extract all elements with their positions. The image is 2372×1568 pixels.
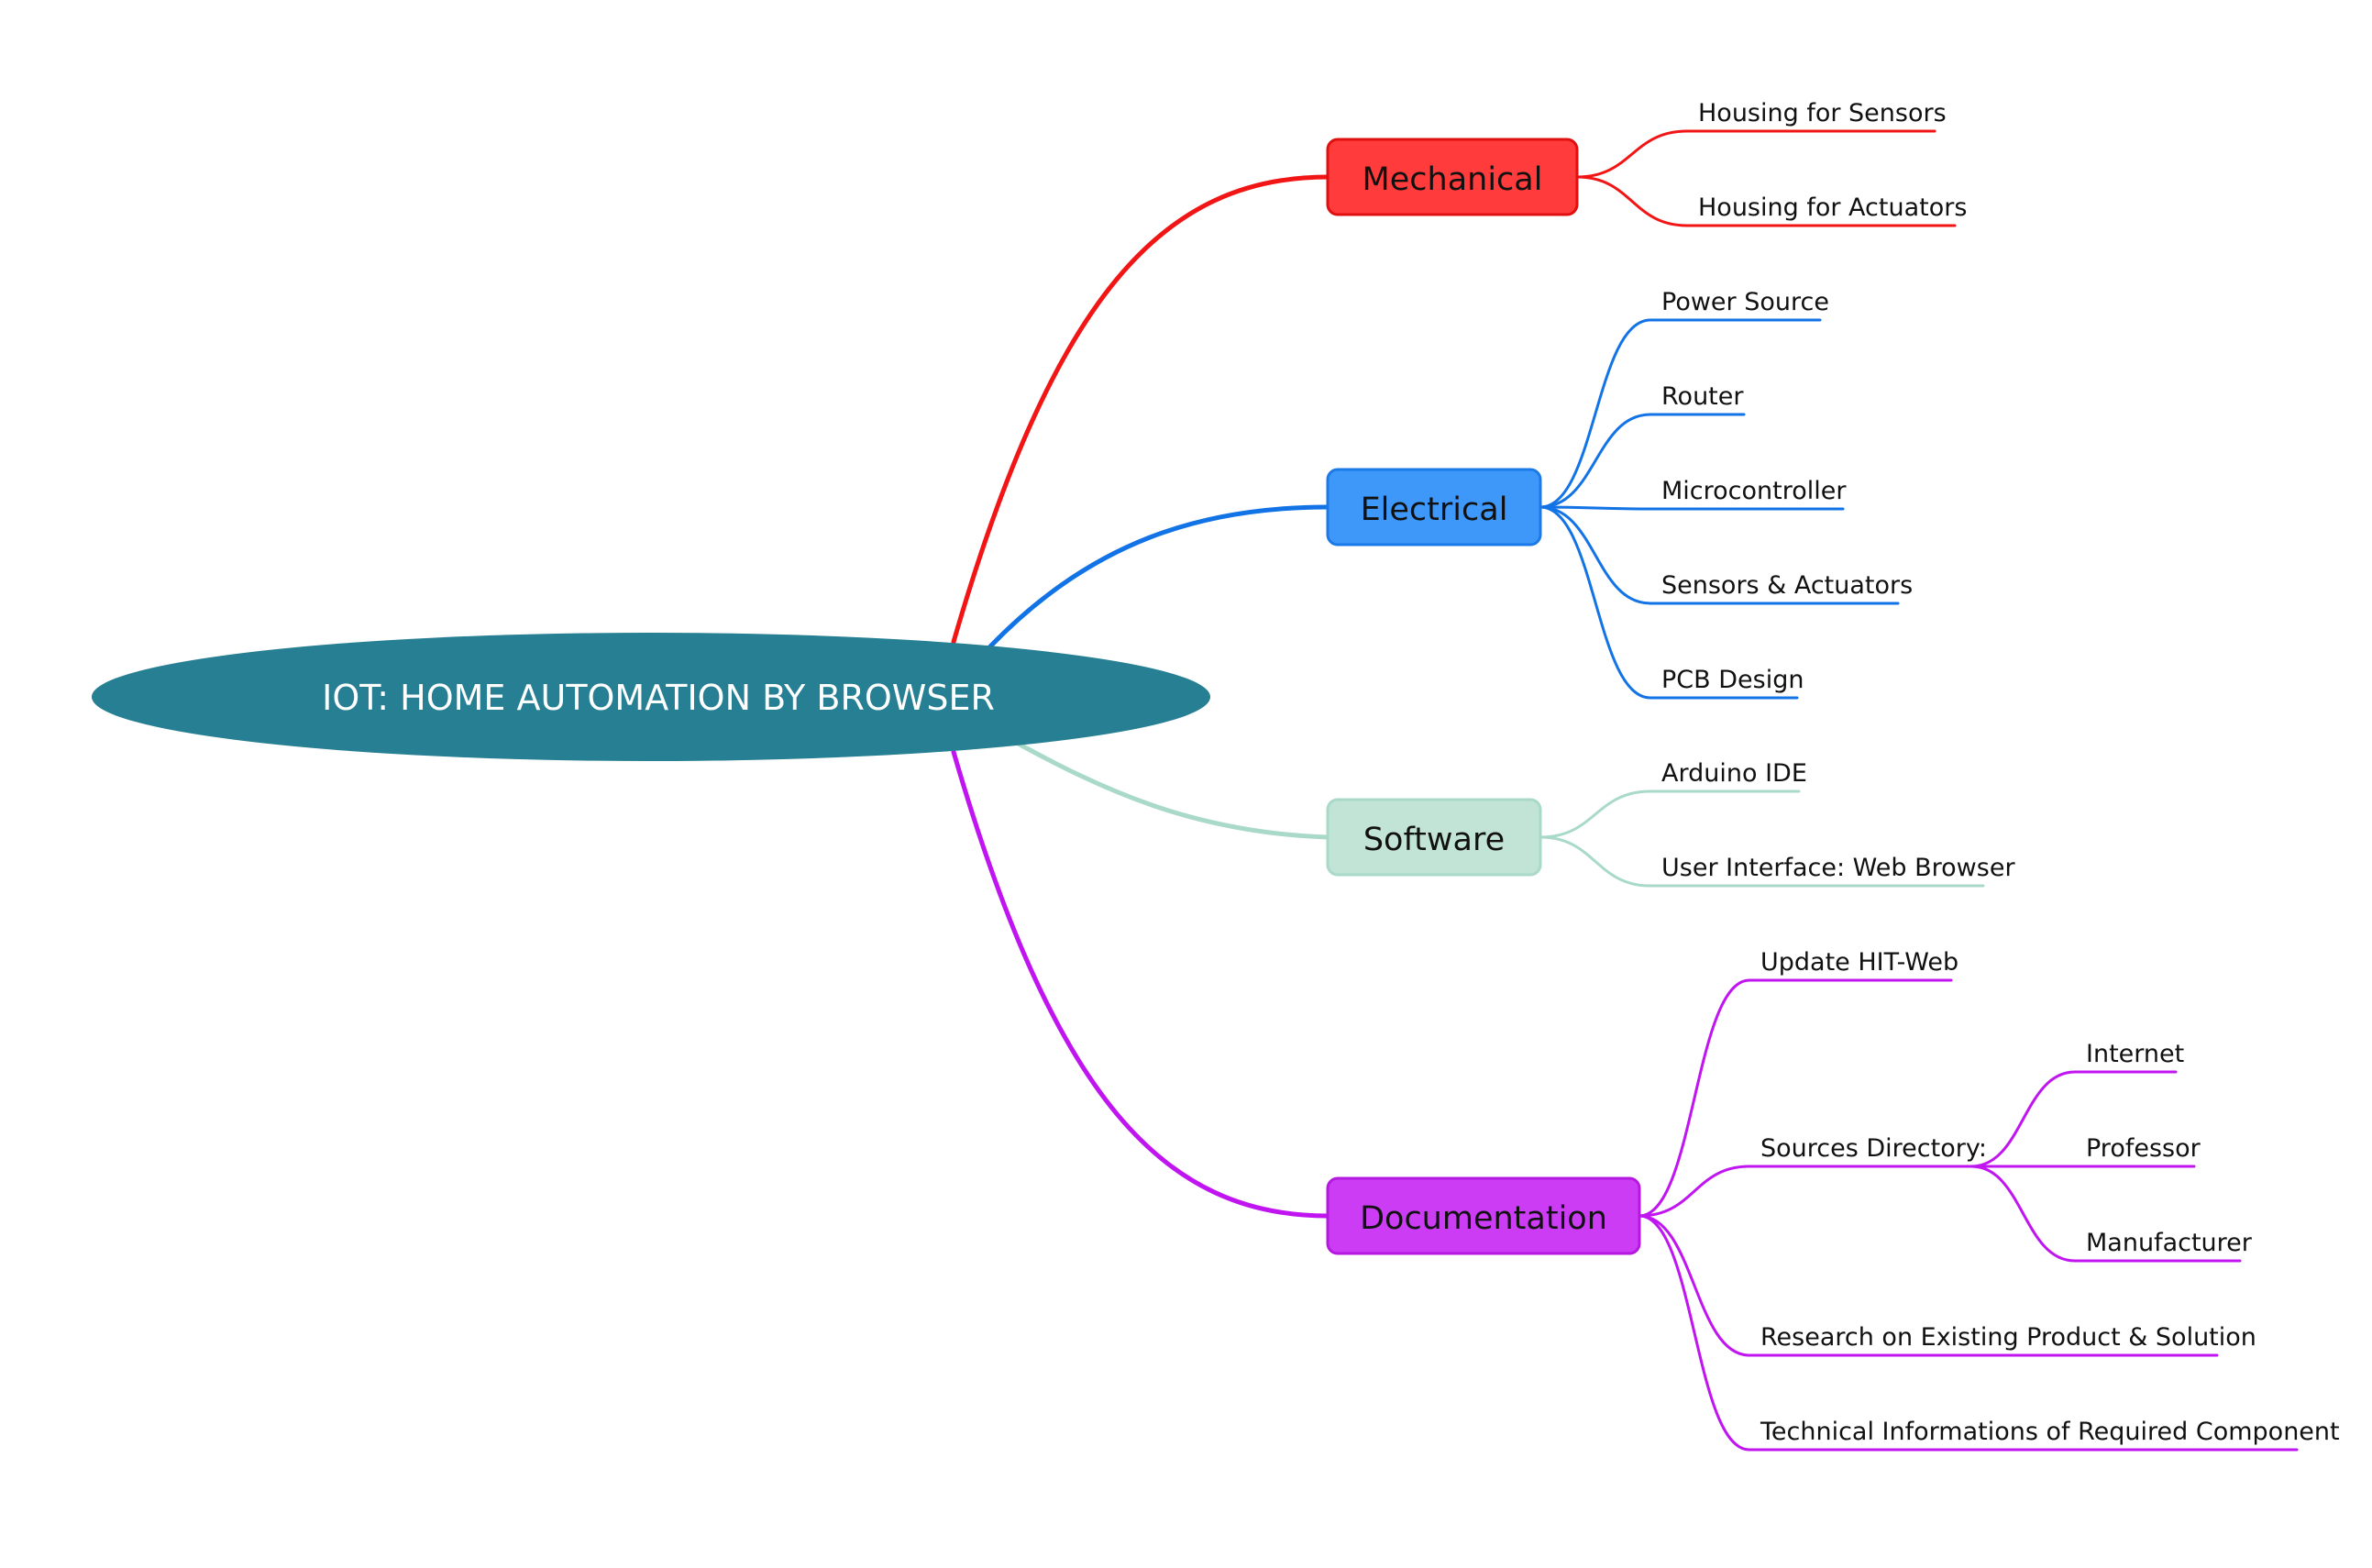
leaf-housing-actuators[interactable]: Housing for Actuators xyxy=(1698,193,1967,222)
leaf-manufacturer[interactable]: Manufacturer xyxy=(2086,1229,2253,1257)
branch-box xyxy=(1326,138,1579,216)
leaf-update-hit-web[interactable]: Update HIT-Web xyxy=(1760,948,1958,977)
connectors xyxy=(951,129,2299,1452)
root-node[interactable]: IOT: HOME AUTOMATION BY BROWSER xyxy=(92,633,1210,761)
leaf-technical-info[interactable]: Technical Informations of Required Compo… xyxy=(1760,1418,2340,1446)
connector-electrical xyxy=(987,504,1330,649)
leaf-connector xyxy=(1539,835,1652,888)
leaf-connector xyxy=(1539,505,1652,700)
branch-box xyxy=(1326,1176,1641,1255)
branch-box xyxy=(1326,468,1542,547)
branch-electrical[interactable]: Electrical xyxy=(1326,468,1542,547)
leaf-connector xyxy=(1638,978,1751,1218)
leaf-connector xyxy=(1539,505,1652,511)
leaf-microcontroller[interactable]: Microcontroller xyxy=(1661,477,1847,505)
leaf-professor[interactable]: Professor xyxy=(2086,1134,2201,1163)
leaf-connector xyxy=(1539,318,1652,509)
leaf-sensors-actuators[interactable]: Sensors & Actuators xyxy=(1661,571,1913,600)
branch-software[interactable]: Software xyxy=(1326,798,1542,877)
branch-mechanical[interactable]: Mechanical xyxy=(1326,138,1579,216)
leaf-connector xyxy=(1638,1165,1751,1218)
leaf-sources-directory[interactable]: Sources Directory: xyxy=(1760,1134,1987,1163)
leaf-housing-sensors[interactable]: Housing for Sensors xyxy=(1698,99,1947,127)
leaf-research[interactable]: Research on Existing Product & Solution xyxy=(1760,1323,2256,1352)
leaf-connector xyxy=(1575,129,1689,179)
leaf-router[interactable]: Router xyxy=(1661,382,1744,411)
leaf-arduino-ide[interactable]: Arduino IDE xyxy=(1661,759,1807,788)
root-label: IOT: HOME AUTOMATION BY BROWSER xyxy=(322,678,995,718)
leaf-connector xyxy=(1638,1214,1751,1452)
leaf-connector xyxy=(1539,790,1652,839)
connector-mechanical xyxy=(951,174,1330,645)
leaf-pcb-design[interactable]: PCB Design xyxy=(1661,666,1804,694)
leaf-connector xyxy=(1575,175,1689,227)
branch-label: Mechanical xyxy=(1363,161,1543,198)
branch-label: Documentation xyxy=(1360,1200,1607,1237)
leaf-power-source[interactable]: Power Source xyxy=(1661,288,1829,316)
connector-software xyxy=(1010,738,1330,840)
leaf-user-interface[interactable]: User Interface: Web Browser xyxy=(1661,854,2015,882)
leaf-connector xyxy=(1969,1070,2077,1168)
branch-documentation[interactable]: Documentation xyxy=(1326,1176,1641,1255)
branch-label: Electrical xyxy=(1361,491,1508,528)
leaf-connector xyxy=(1539,413,1652,509)
leaf-connector xyxy=(1539,505,1652,605)
leaf-internet[interactable]: Internet xyxy=(2086,1040,2184,1068)
branch-label: Software xyxy=(1363,822,1505,858)
connector-documentation xyxy=(951,749,1330,1219)
root-ellipse xyxy=(92,633,1210,761)
leaf-connector xyxy=(1969,1165,2077,1263)
branch-box xyxy=(1326,798,1542,877)
leaf-connector xyxy=(1638,1214,1751,1357)
